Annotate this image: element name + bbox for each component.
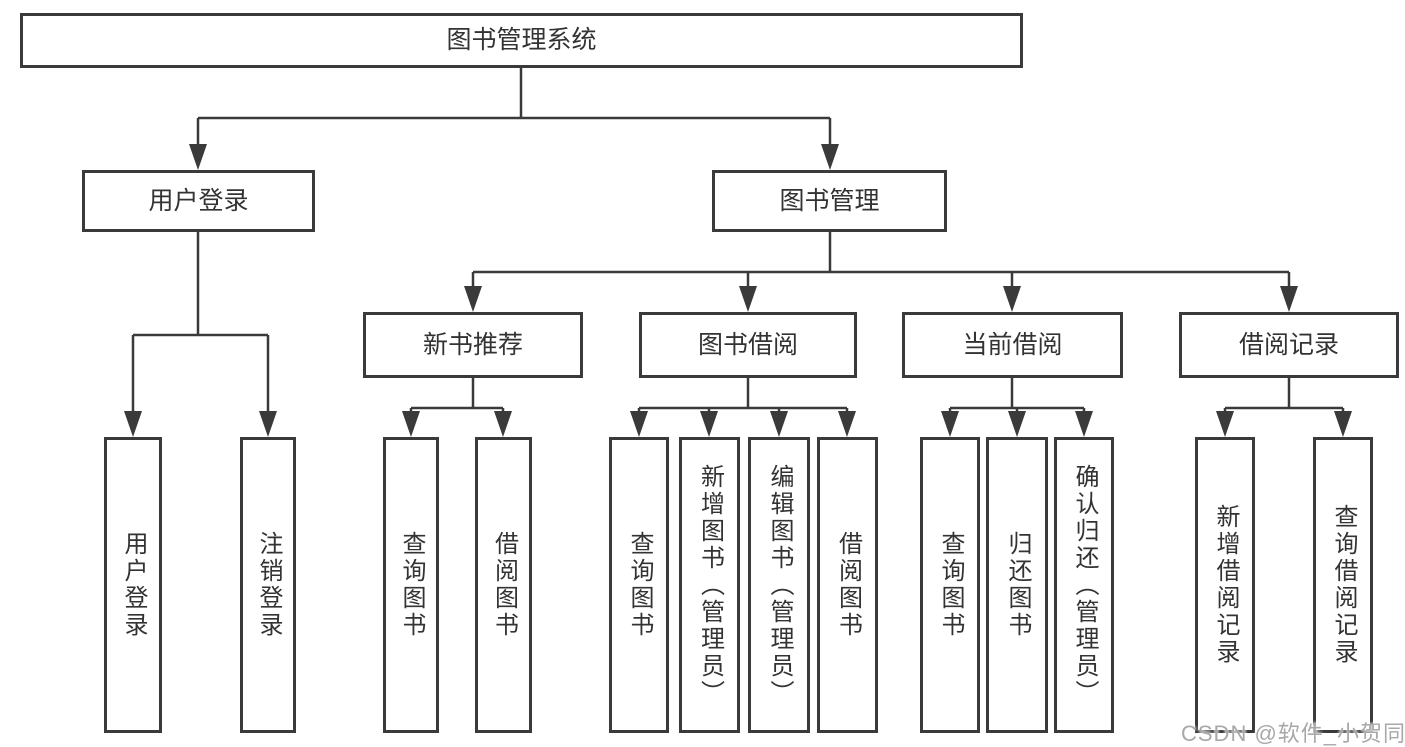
arrowhead [739, 286, 757, 312]
node-book-borrowing: 图书借阅 [639, 312, 857, 378]
leaf-add-book-admin: 新增图书（管理员） [679, 437, 740, 733]
watermark-text: CSDN @软件_小贺同学 [1181, 721, 1405, 746]
arrowhead [494, 411, 512, 437]
node-root: 图书管理系统 [20, 13, 1023, 68]
arrowhead [1008, 411, 1026, 437]
leaf-query-books-current-label: 查询图书 [937, 531, 964, 639]
leaf-query-books-current: 查询图书 [920, 437, 980, 733]
edge-currentborrow-to-leaves [948, 378, 1086, 413]
arrowhead [189, 144, 207, 170]
arrowhead [821, 144, 839, 170]
node-root-label: 图书管理系统 [446, 26, 597, 54]
leaf-add-borrow-record-label: 新增借阅记录 [1212, 504, 1239, 666]
edge-records-to-leaves [1223, 378, 1345, 413]
node-book-management-label: 图书管理 [779, 186, 880, 215]
leaf-borrow-books-recommend: 借阅图书 [475, 437, 532, 733]
leaf-borrow-books-label: 借阅图书 [834, 531, 862, 639]
edge-newbooks-to-leaves [409, 378, 505, 413]
arrowhead [464, 286, 482, 312]
arrowhead [770, 411, 788, 437]
leaf-borrow-books: 借阅图书 [817, 437, 878, 733]
leaf-return-books: 归还图书 [986, 437, 1048, 733]
arrowheads [124, 144, 1352, 437]
node-borrowing-records: 借阅记录 [1179, 312, 1399, 378]
node-user-login: 用户登录 [82, 170, 315, 232]
node-book-borrowing-label: 图书借阅 [697, 330, 798, 359]
leaf-add-book-admin-label: 新增图书（管理员） [696, 463, 724, 707]
leaf-logout: 注销登录 [240, 437, 296, 733]
node-user-login-label: 用户登录 [148, 186, 249, 215]
arrowhead [259, 411, 277, 437]
leaf-logout-label: 注销登录 [255, 531, 282, 639]
arrowhead [1075, 411, 1093, 437]
node-new-book-recommend-label: 新书推荐 [422, 330, 523, 359]
leaf-edit-book-admin-label: 编辑图书（管理员） [766, 463, 793, 707]
leaf-confirm-return-admin-label: 确认归还（管理员） [1071, 463, 1098, 707]
edge-userlogin-to-leaves [131, 232, 270, 413]
leaf-query-books-borrow-label: 查询图书 [626, 531, 653, 639]
arrowhead [1003, 286, 1021, 312]
arrowhead [1334, 411, 1352, 437]
leaf-query-books-recommend-label: 查询图书 [398, 531, 425, 639]
leaf-add-borrow-record: 新增借阅记录 [1195, 437, 1255, 733]
leaf-query-books-recommend: 查询图书 [383, 437, 439, 733]
leaf-return-books-label: 归还图书 [1004, 531, 1031, 639]
leaf-query-borrow-record: 查询借阅记录 [1313, 437, 1373, 733]
arrowhead [700, 411, 718, 437]
arrowhead [838, 411, 856, 437]
arrowhead [1280, 286, 1298, 312]
node-book-management: 图书管理 [712, 170, 947, 232]
edge-bookborrow-to-leaves [637, 378, 849, 413]
arrowhead [941, 411, 959, 437]
edge-bookmgmt-to-level3 [471, 232, 1291, 288]
arrowhead [630, 411, 648, 437]
leaf-query-books-borrow: 查询图书 [609, 437, 669, 733]
leaf-borrow-books-recommend-label: 借阅图书 [490, 531, 518, 639]
leaf-user-login: 用户登录 [104, 437, 162, 733]
node-current-borrowing: 当前借阅 [902, 312, 1123, 378]
leaf-confirm-return-admin: 确认归还（管理员） [1054, 437, 1114, 733]
node-new-book-recommend: 新书推荐 [363, 312, 583, 378]
node-current-borrowing-label: 当前借阅 [962, 330, 1063, 359]
edge-root-to-level2 [196, 68, 832, 146]
node-borrowing-records-label: 借阅记录 [1238, 330, 1339, 359]
arrowhead [402, 411, 420, 437]
leaf-query-borrow-record-label: 查询借阅记录 [1330, 504, 1357, 666]
leaf-edit-book-admin: 编辑图书（管理员） [748, 437, 810, 733]
arrowhead [124, 411, 142, 437]
arrowhead [1216, 411, 1234, 437]
leaf-user-login-label: 用户登录 [120, 531, 147, 639]
